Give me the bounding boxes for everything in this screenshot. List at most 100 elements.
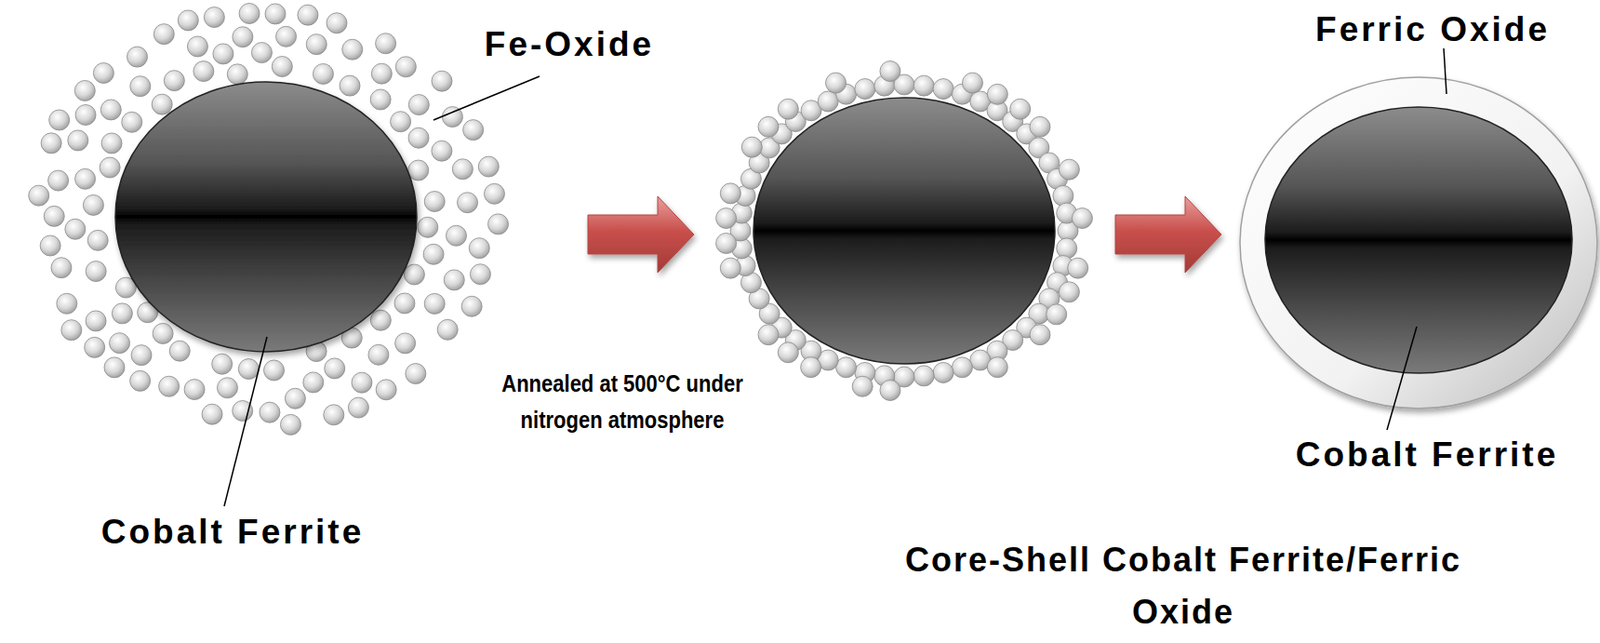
ferric-oxide-shell bbox=[1240, 77, 1598, 409]
fe-oxide-particle bbox=[85, 261, 107, 282]
fe-oxide-particle bbox=[461, 295, 482, 317]
fe-oxide-particle bbox=[312, 63, 334, 84]
process-note: Annealed at 500°C under nitrogen atmosph… bbox=[487, 365, 758, 439]
fe-oxide-particle bbox=[49, 109, 70, 131]
fe-oxide-particle bbox=[395, 333, 416, 354]
fe-oxide-particle bbox=[452, 159, 473, 180]
fe-oxide-particle bbox=[852, 375, 873, 397]
fe-oxide-particle bbox=[716, 208, 737, 229]
fe-oxide-particle bbox=[405, 363, 427, 385]
fe-oxide-particle bbox=[163, 70, 185, 92]
leader-line bbox=[1443, 48, 1447, 94]
fe-oxide-particle bbox=[1053, 185, 1074, 206]
fe-oxide-particle bbox=[131, 345, 152, 366]
fe-oxide-particle bbox=[67, 130, 89, 151]
fe-oxide-particle bbox=[238, 359, 259, 380]
fe-oxide-particle bbox=[933, 79, 954, 100]
fe-oxide-particle bbox=[186, 36, 208, 57]
fe-oxide-particle bbox=[720, 257, 741, 279]
fe-oxide-particle bbox=[48, 170, 69, 191]
fe-oxide-particle bbox=[351, 372, 373, 393]
fe-oxide-particle bbox=[203, 7, 225, 28]
fe-oxide-particle bbox=[1067, 257, 1089, 279]
fe-oxide-particle bbox=[836, 357, 857, 378]
fe-oxide-particle bbox=[324, 358, 346, 379]
fe-oxide-particle bbox=[457, 192, 479, 214]
fe-oxide-particle bbox=[87, 229, 108, 251]
fe-oxide-particle bbox=[126, 46, 147, 67]
fe-oxide-particle bbox=[913, 75, 934, 96]
fe-oxide-particle bbox=[1071, 208, 1093, 229]
fe-oxide-particle bbox=[306, 34, 327, 55]
fe-oxide-particle bbox=[777, 98, 799, 120]
fe-oxide-particle bbox=[74, 80, 95, 101]
fe-oxide-particle bbox=[986, 83, 1008, 105]
fe-oxide-particle bbox=[65, 218, 86, 240]
fe-oxide-particle bbox=[777, 342, 799, 363]
fe-oxide-particle bbox=[800, 357, 822, 378]
fe-oxide-particle bbox=[758, 116, 779, 137]
fe-oxide-particle bbox=[986, 357, 1008, 378]
fe-oxide-particle bbox=[93, 63, 114, 84]
fe-oxide-particle bbox=[423, 243, 444, 265]
fe-oxide-particle bbox=[28, 185, 50, 206]
fe-oxide-particle bbox=[99, 157, 120, 178]
fe-oxide-particle bbox=[184, 379, 205, 400]
fe-oxide-particle bbox=[297, 4, 319, 26]
fe-oxide-particle bbox=[280, 413, 301, 435]
fe-oxide-particle bbox=[408, 127, 429, 148]
fe-oxide-particle bbox=[488, 213, 509, 235]
fe-oxide-particle bbox=[100, 99, 121, 120]
process-arrow bbox=[587, 196, 694, 273]
fe-oxide-particle bbox=[394, 293, 415, 314]
fe-oxide-particle bbox=[121, 111, 143, 133]
fe-oxide-particle bbox=[913, 365, 934, 387]
fe-oxide-particle bbox=[101, 133, 122, 154]
fe-oxide-particle bbox=[1058, 159, 1080, 180]
fe-oxide-particle bbox=[368, 344, 389, 365]
fe-oxide-particle bbox=[109, 333, 131, 354]
fe-oxide-particle bbox=[370, 309, 391, 331]
fe-oxide-particle bbox=[1010, 98, 1031, 120]
fe-oxide-particle bbox=[40, 235, 61, 256]
fe-oxide-particle bbox=[933, 361, 954, 383]
fe-oxide-particle bbox=[371, 63, 392, 84]
fe-oxide-particle bbox=[390, 111, 412, 133]
fe-oxide-particle bbox=[213, 43, 234, 65]
cobalt-ferrite-core bbox=[115, 81, 417, 352]
fe-oxide-particle bbox=[720, 183, 741, 204]
fe-oxide-particle bbox=[264, 360, 285, 381]
fe-oxide-particle bbox=[403, 264, 425, 285]
fe-oxide-particle bbox=[469, 264, 491, 285]
fe-oxide-particle bbox=[880, 61, 901, 82]
fe-oxide-particle bbox=[201, 403, 223, 425]
fe-oxide-particle bbox=[951, 357, 973, 378]
fe-oxide-particles bbox=[28, 2, 509, 435]
fe-oxide-particle bbox=[216, 377, 238, 399]
fe-oxide-particle bbox=[424, 191, 445, 213]
fe-oxide-particle bbox=[323, 404, 345, 426]
fe-oxide-particle bbox=[130, 76, 151, 97]
fe-oxide-particle bbox=[40, 133, 62, 154]
leader-line bbox=[433, 76, 540, 120]
fe-oxide-particle bbox=[226, 64, 248, 85]
fe-oxide-particle bbox=[43, 205, 65, 227]
fe-oxide-particle bbox=[169, 340, 190, 361]
fe-oxide-particle bbox=[1046, 304, 1067, 325]
fe-oxide-particle bbox=[276, 26, 297, 47]
fe-oxide-particle bbox=[424, 293, 445, 314]
fe-oxide-particle bbox=[826, 72, 847, 94]
fe-oxide-particle bbox=[437, 319, 458, 340]
caption: Core-Shell Cobalt Ferrite/Ferric Oxide bbox=[904, 533, 1463, 639]
fe-oxide-particle bbox=[347, 397, 369, 418]
fe-oxide-particle bbox=[468, 238, 490, 259]
fe-oxide-particle bbox=[817, 91, 839, 112]
fe-oxide-particle bbox=[375, 33, 397, 54]
fe-oxide-particle bbox=[431, 70, 453, 92]
fe-oxide-particle bbox=[339, 75, 360, 96]
fe-oxide-particle bbox=[443, 269, 465, 291]
fe-oxide-particle bbox=[1029, 324, 1051, 346]
fe-oxide-particle bbox=[758, 324, 779, 346]
fe-oxide-particles bbox=[716, 61, 1094, 401]
fe-oxide-particle bbox=[408, 160, 429, 181]
